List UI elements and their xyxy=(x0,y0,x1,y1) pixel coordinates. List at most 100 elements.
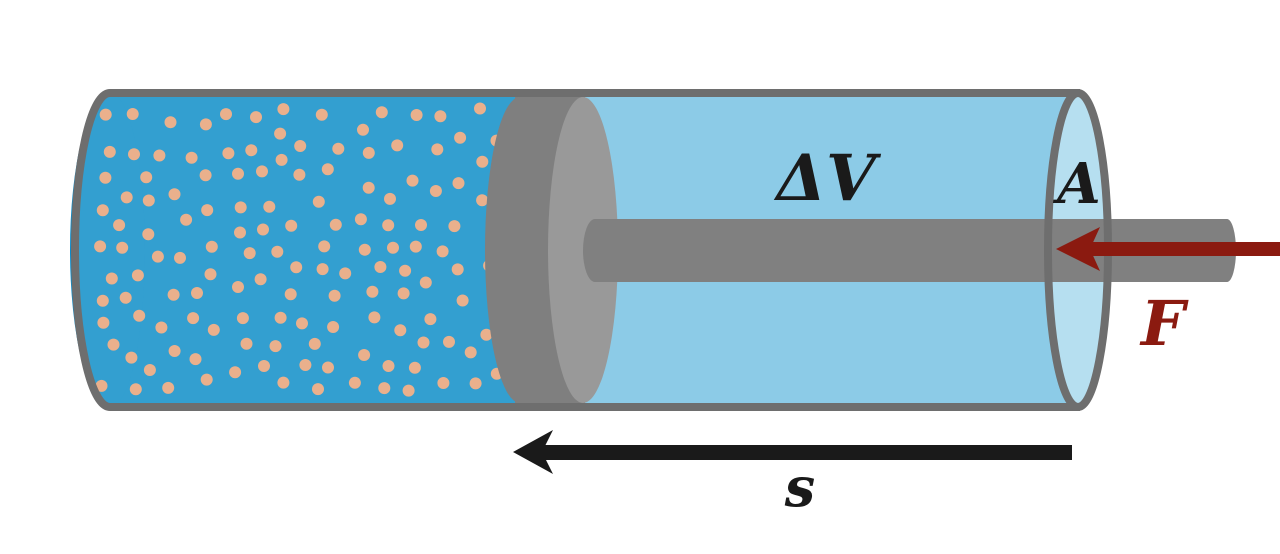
displacement-arrow-head xyxy=(513,430,553,474)
gas-particle xyxy=(408,361,421,374)
gas-particle xyxy=(254,273,267,286)
gas-particle xyxy=(220,108,232,121)
displacement-label: s xyxy=(784,455,815,519)
gas-particle xyxy=(140,171,153,184)
gas-particle xyxy=(434,110,447,123)
gas-particle xyxy=(429,185,442,197)
gas-particle xyxy=(129,383,142,396)
gas-particle xyxy=(284,288,297,301)
gas-particle xyxy=(164,116,177,129)
piston-rim xyxy=(485,97,548,403)
gas-particle xyxy=(387,241,399,254)
force-arrow-head xyxy=(1056,227,1100,271)
gas-particle xyxy=(424,313,437,326)
gas-particle xyxy=(299,359,312,371)
gas-particle xyxy=(274,311,287,324)
gas-particle xyxy=(153,149,166,162)
gas-particle xyxy=(105,272,118,285)
gas-particle xyxy=(250,111,262,124)
piston-face xyxy=(548,97,618,403)
gas-particle xyxy=(275,153,288,166)
gas-particle xyxy=(397,287,410,300)
gas-particle xyxy=(168,188,181,201)
gas-particle xyxy=(200,373,213,386)
gas-particle xyxy=(229,366,242,379)
gas-particle xyxy=(339,267,352,280)
gas-particle xyxy=(155,321,168,334)
gas-particle xyxy=(143,364,156,376)
gas-particle xyxy=(312,383,324,396)
gas-particle xyxy=(189,353,202,366)
gas-particle xyxy=(415,219,427,231)
gas-particle xyxy=(294,140,307,152)
gas-particle xyxy=(382,219,395,232)
gas-particle xyxy=(191,287,203,299)
gas-particle xyxy=(431,143,444,156)
gas-particle xyxy=(126,108,139,120)
gas-particle xyxy=(151,250,164,263)
cylinder-left-edge xyxy=(71,89,111,411)
gas-particle xyxy=(451,263,464,276)
gas-particle xyxy=(448,220,461,233)
gas-particle xyxy=(232,167,244,180)
gas-particle xyxy=(232,281,244,293)
gas-particle xyxy=(162,381,175,394)
gas-particle xyxy=(362,181,375,194)
gas-particle xyxy=(399,264,412,277)
rod-left-cap xyxy=(583,219,607,282)
gas-particle xyxy=(357,123,369,136)
gas-particle xyxy=(348,376,361,389)
gas-particle xyxy=(384,192,396,205)
gas-particle xyxy=(234,201,247,214)
gas-particle xyxy=(99,171,112,184)
cylinder-left-end xyxy=(75,93,145,407)
gas-particle xyxy=(107,338,120,351)
gas-particle xyxy=(452,177,465,190)
gas-particle xyxy=(318,240,331,253)
gas-particle xyxy=(199,118,212,131)
gas-particle xyxy=(476,194,489,207)
gas-particle xyxy=(316,263,329,276)
gas-particle xyxy=(378,382,391,395)
gas-particle xyxy=(174,251,186,264)
gas-particle xyxy=(119,291,132,304)
gas-particle xyxy=(374,261,387,273)
gas-particle xyxy=(456,294,469,307)
gas-particle xyxy=(454,131,467,144)
area-label: A xyxy=(1052,151,1100,217)
gas-particle xyxy=(99,108,112,121)
gas-particle xyxy=(474,102,486,115)
piston xyxy=(485,97,618,403)
gas-particle xyxy=(327,321,340,333)
cylinder-outline xyxy=(71,89,1080,411)
gas-particles xyxy=(94,102,503,397)
gas-particle xyxy=(417,336,430,349)
gas-particle xyxy=(436,245,449,258)
gas-particle xyxy=(185,151,198,164)
gas-particle xyxy=(167,288,180,301)
gas-particle xyxy=(234,226,246,239)
gas-particle xyxy=(406,174,419,187)
gas-particle xyxy=(328,289,341,302)
gas-particle xyxy=(296,317,308,330)
gas-particle xyxy=(322,361,334,374)
gas-particle xyxy=(96,204,109,217)
gas-particle xyxy=(358,349,371,361)
gas-particle xyxy=(94,240,107,253)
gas-particle xyxy=(113,219,126,232)
gas-particle xyxy=(476,155,489,168)
gas-particle xyxy=(277,103,290,116)
gas-particle xyxy=(290,261,303,274)
force-label: F xyxy=(1139,287,1189,360)
gas-region xyxy=(110,93,550,407)
gas-particle xyxy=(240,337,253,350)
gas-particle xyxy=(315,108,328,121)
gas-particle xyxy=(394,324,407,337)
gas-particle xyxy=(308,337,321,350)
gas-particle xyxy=(199,169,212,182)
gas-particle xyxy=(95,379,108,392)
gas-particle xyxy=(358,243,371,256)
gas-particle xyxy=(103,145,116,158)
gas-particle xyxy=(293,168,306,181)
